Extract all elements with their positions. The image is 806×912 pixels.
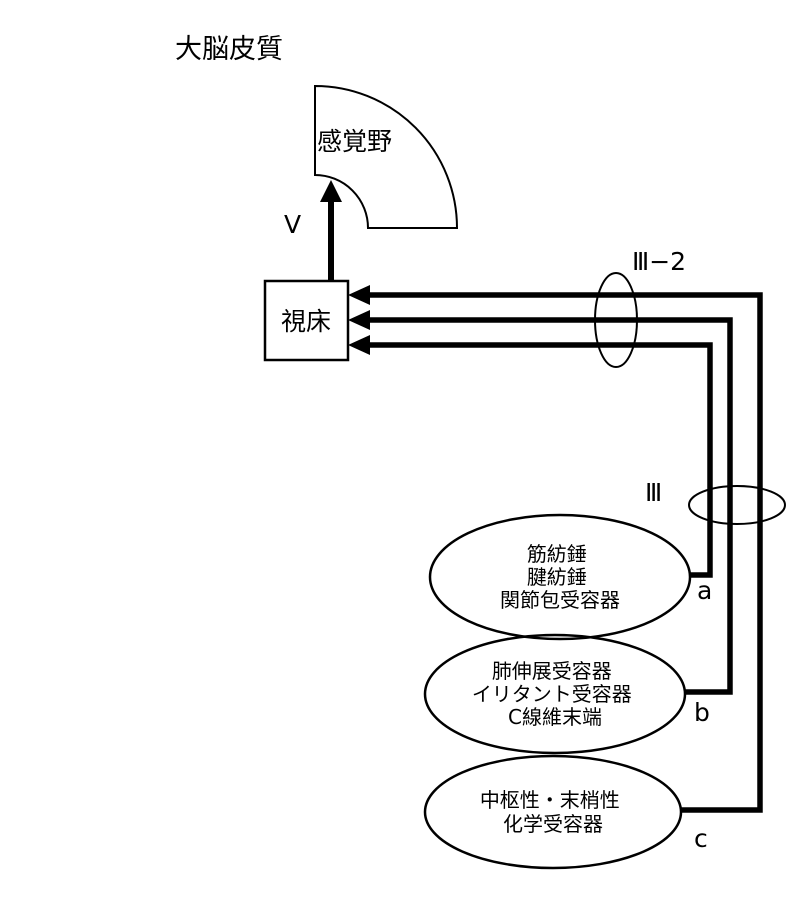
receptor-b-ellipse (423, 633, 687, 755)
sensory-area-label: 感覚野 (317, 127, 392, 156)
receptor-a-text: 筋紡錘 腱紡錘 関節包受容器 (500, 542, 620, 612)
arrowhead-left-icon (348, 285, 370, 305)
arrowhead-left-icon (348, 335, 370, 355)
thalamus-box (263, 279, 350, 362)
tag-b-label: b (694, 698, 710, 727)
receptor-c-ellipse (423, 754, 683, 870)
marker-iii-ring (688, 485, 786, 525)
tag-a-label: a (697, 576, 712, 605)
receptor-c-text: 中枢性・末梢性 化学受容器 (480, 788, 626, 836)
marker-iii-label: Ⅲ (645, 478, 662, 507)
receptor-a-ellipse (428, 513, 692, 641)
marker-iii2-ring (594, 272, 638, 368)
v-pathway-label: V (284, 210, 301, 239)
pathway-c-line (348, 285, 763, 813)
thalamus-to-cortex-arrow (320, 180, 342, 281)
thalamus-label: 視床 (281, 307, 331, 336)
tag-c-label: c (694, 824, 708, 853)
marker-iii2-label: Ⅲ−2 (632, 247, 686, 276)
cortex-title: 大脳皮質 (175, 34, 283, 65)
arrowhead-left-icon (348, 310, 370, 330)
pathway-b-line (348, 310, 733, 695)
pathway-a-line (348, 335, 713, 578)
arrowhead-up-icon (320, 180, 342, 202)
receptor-b-text: 肺伸展受容器 イリタント受容器 C線維末端 (472, 659, 638, 729)
sensory-cortex-shape (314, 84, 459, 229)
